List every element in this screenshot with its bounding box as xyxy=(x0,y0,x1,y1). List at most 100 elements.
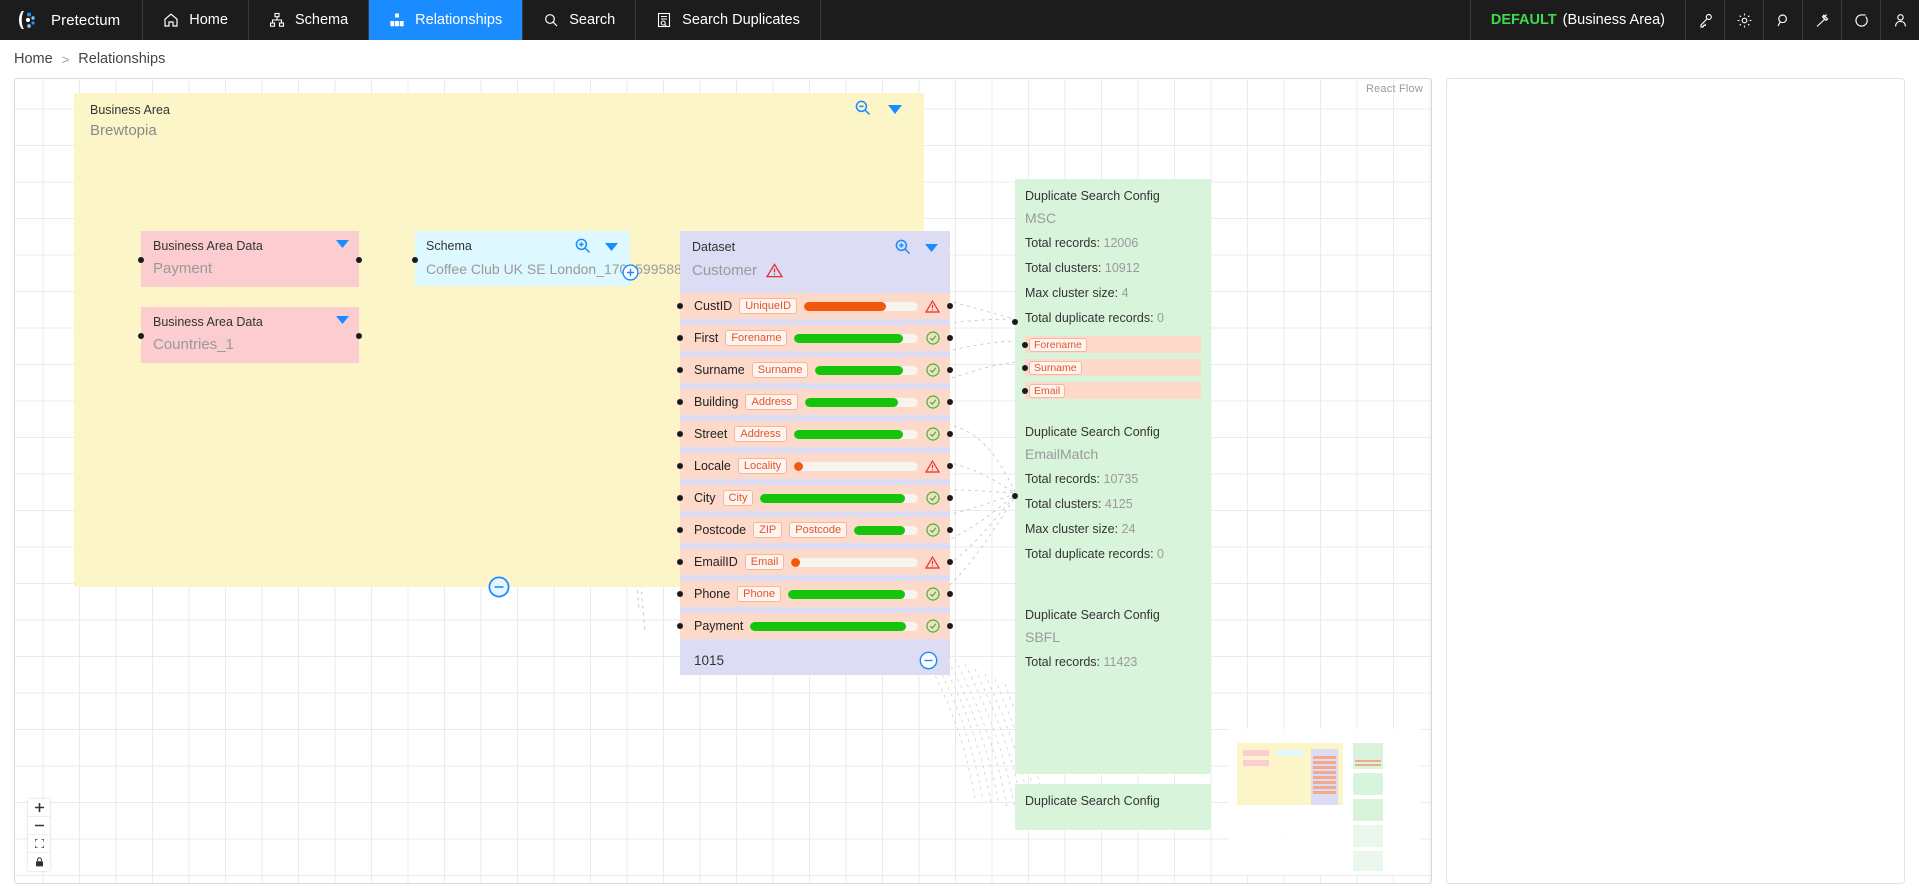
nav-item-home[interactable]: Home xyxy=(143,0,249,40)
dataset-field-row[interactable]: EmailIDEmail xyxy=(680,549,950,575)
field-handle-left[interactable] xyxy=(677,335,683,341)
brand-logo[interactable]: Pretectum xyxy=(0,0,143,40)
field-handle-right[interactable] xyxy=(947,527,953,533)
nav-item-search[interactable]: Search xyxy=(523,0,636,40)
magnifier-icon[interactable] xyxy=(1763,0,1802,40)
zoom-out-button[interactable] xyxy=(28,817,50,835)
chevron-down-icon[interactable] xyxy=(888,105,902,114)
node-handle-left[interactable] xyxy=(1012,493,1018,499)
dataset-field-row[interactable]: FirstForename xyxy=(680,325,950,351)
dataset-field-tag[interactable]: City xyxy=(723,490,754,506)
duplicate-search-config-node-4[interactable]: Duplicate Search Config xyxy=(1015,784,1211,830)
node-handle-left[interactable] xyxy=(1022,342,1028,348)
zoom-out-icon[interactable] xyxy=(854,99,872,117)
dataset-field-row[interactable]: PhonePhone xyxy=(680,581,950,607)
dataset-field-row[interactable]: Payment xyxy=(680,613,950,639)
field-handle-right[interactable] xyxy=(947,367,953,373)
power-icon[interactable] xyxy=(1841,0,1880,40)
field-handle-right[interactable] xyxy=(947,431,953,437)
field-handle-left[interactable] xyxy=(677,367,683,373)
user-icon[interactable] xyxy=(1880,0,1919,40)
dsc-stat-row: Max cluster size: 4 xyxy=(1025,286,1201,300)
dataset-field-tag[interactable]: Locality xyxy=(738,458,787,474)
chevron-down-icon[interactable] xyxy=(925,244,938,252)
zoom-in-button[interactable] xyxy=(28,799,50,817)
node-handle-left[interactable] xyxy=(1022,365,1028,371)
dataset-field-row[interactable]: BuildingAddress xyxy=(680,389,950,415)
field-handle-left[interactable] xyxy=(677,591,683,597)
dataset-field-row[interactable]: StreetAddress xyxy=(680,421,950,447)
dataset-field-row[interactable]: PostcodeZIPPostcode xyxy=(680,517,950,543)
duplicate-search-config-node-sbfl[interactable]: Duplicate Search Config SBFL Total recor… xyxy=(1015,598,1211,774)
flow-controls[interactable] xyxy=(28,799,50,871)
dataset-field-row[interactable]: SurnameSurname xyxy=(680,357,950,383)
zoom-in-icon[interactable] xyxy=(574,237,592,255)
field-handle-left[interactable] xyxy=(677,303,683,309)
dataset-node[interactable]: Dataset Customer xyxy=(680,231,950,675)
field-handle-right[interactable] xyxy=(947,623,953,629)
dataset-field-tag[interactable]: Address xyxy=(734,426,786,442)
chevron-down-icon[interactable] xyxy=(336,316,349,324)
schema-node[interactable]: Schema Coffee Club UK SE London_17045995… xyxy=(415,231,630,286)
collapse-group-button[interactable] xyxy=(488,576,510,598)
dsc-field-row[interactable]: Forename xyxy=(1025,336,1201,353)
dsc-field-row[interactable]: Surname xyxy=(1025,359,1201,376)
collapse-dataset-button[interactable] xyxy=(919,651,938,670)
field-handle-left[interactable] xyxy=(677,431,683,437)
business-area-data-node-payment[interactable]: Business Area Data Payment xyxy=(141,231,359,287)
field-handle-left[interactable] xyxy=(677,559,683,565)
field-handle-right[interactable] xyxy=(947,463,953,469)
relationships-flow-canvas[interactable]: React Flow xyxy=(14,78,1432,884)
react-flow-attribution[interactable]: React Flow xyxy=(1366,83,1423,95)
node-handle-left[interactable] xyxy=(1012,319,1018,325)
add-node-button[interactable] xyxy=(622,264,639,281)
dataset-field-tag[interactable]: Surname xyxy=(752,362,809,378)
field-handle-right[interactable] xyxy=(947,335,953,341)
fit-view-button[interactable] xyxy=(28,835,50,853)
business-area-data-node-countries[interactable]: Business Area Data Countries_1 xyxy=(141,307,359,363)
business-area-context[interactable]: DEFAULT (Business Area) xyxy=(1470,0,1685,40)
field-quality-bar-fill xyxy=(805,398,898,407)
chevron-down-icon[interactable] xyxy=(605,243,618,251)
node-handle-left[interactable] xyxy=(412,257,418,263)
lock-button[interactable] xyxy=(28,853,50,871)
node-handle-right[interactable] xyxy=(356,257,362,263)
minimap[interactable] xyxy=(1229,729,1421,875)
field-handle-right[interactable] xyxy=(947,495,953,501)
field-handle-right[interactable] xyxy=(947,559,953,565)
dataset-field-row[interactable]: CustIDUniqueID xyxy=(680,293,950,319)
field-handle-right[interactable] xyxy=(947,303,953,309)
dataset-field-row[interactable]: LocaleLocality xyxy=(680,453,950,479)
nav-item-relationships[interactable]: Relationships xyxy=(369,0,523,40)
node-handle-left[interactable] xyxy=(1022,388,1028,394)
node-handle-right[interactable] xyxy=(356,333,362,339)
field-handle-left[interactable] xyxy=(677,495,683,501)
dataset-field-tag[interactable]: Email xyxy=(745,554,785,570)
field-handle-right[interactable] xyxy=(947,591,953,597)
pin-icon[interactable] xyxy=(1802,0,1841,40)
dsc-field-row[interactable]: Email xyxy=(1025,382,1201,399)
dataset-field-tag[interactable]: Postcode xyxy=(789,522,847,538)
dataset-field-tag[interactable]: Address xyxy=(745,394,797,410)
dataset-field-row[interactable]: CityCity xyxy=(680,485,950,511)
gear-icon[interactable] xyxy=(1724,0,1763,40)
field-handle-right[interactable] xyxy=(947,399,953,405)
nav-item-search-duplicates[interactable]: Search Duplicates xyxy=(636,0,821,40)
duplicate-search-config-node-msc[interactable]: Duplicate Search Config MSC Total record… xyxy=(1015,179,1211,443)
field-handle-left[interactable] xyxy=(677,463,683,469)
field-handle-left[interactable] xyxy=(677,623,683,629)
duplicate-search-config-node-emailmatch[interactable]: Duplicate Search Config EmailMatch Total… xyxy=(1015,415,1211,608)
node-handle-left[interactable] xyxy=(138,333,144,339)
chevron-down-icon[interactable] xyxy=(336,240,349,248)
nav-item-schema[interactable]: Schema xyxy=(249,0,369,40)
breadcrumb-home[interactable]: Home xyxy=(14,51,53,67)
node-handle-left[interactable] xyxy=(138,257,144,263)
dataset-field-tag[interactable]: Phone xyxy=(737,586,781,602)
dataset-field-tag[interactable]: Forename xyxy=(725,330,787,346)
field-handle-left[interactable] xyxy=(677,399,683,405)
zoom-in-icon[interactable] xyxy=(894,238,912,256)
dataset-field-tag[interactable]: UniqueID xyxy=(739,298,797,314)
dataset-field-tag[interactable]: ZIP xyxy=(753,522,782,538)
field-handle-left[interactable] xyxy=(677,527,683,533)
key-icon[interactable] xyxy=(1685,0,1724,40)
